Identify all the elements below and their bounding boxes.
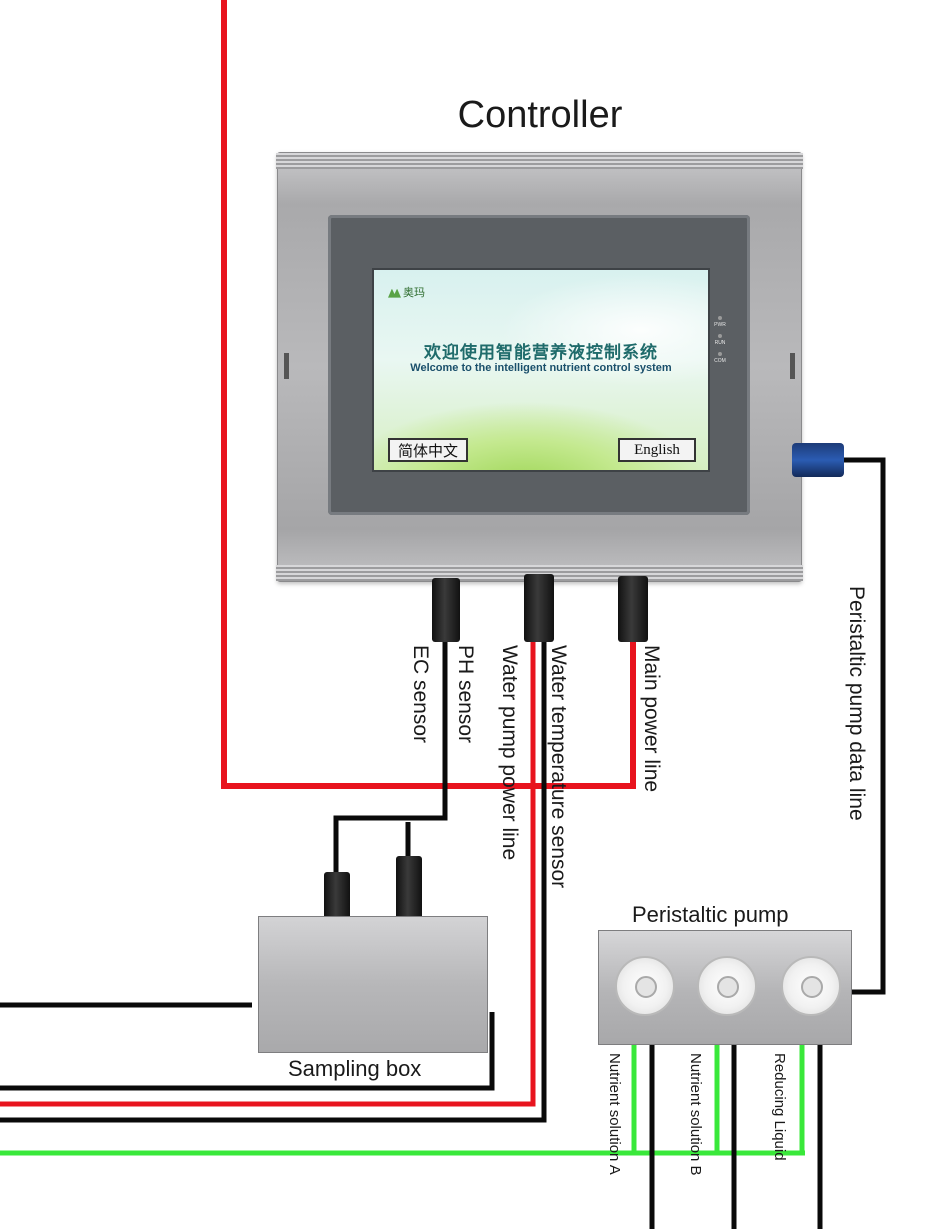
run-led-label: RUN <box>714 340 726 346</box>
main-power-cable-gland <box>618 576 648 642</box>
peristaltic-data-wire <box>842 457 886 995</box>
com-led-label: COM <box>714 358 726 364</box>
water-pump-power-wire <box>0 640 536 1107</box>
water-pump-power-label: Water pump power line <box>498 645 521 861</box>
screen-title-en: Welcome to the intelligent nutrient cont… <box>410 362 672 374</box>
peristaltic-pump-label: Peristaltic pump <box>632 902 789 927</box>
pwr-led-label: PWR <box>714 322 726 328</box>
controller-device: 奥玛 欢迎使用智能营养液控制系统 Welcome to the intellig… <box>276 152 803 582</box>
water-cable-gland <box>524 574 554 642</box>
water-temperature-wire <box>0 640 547 1123</box>
logo-text: 奥玛 <box>403 287 425 299</box>
run-led-icon <box>718 334 722 338</box>
com-led-icon <box>718 352 722 356</box>
pump-head-b-icon <box>697 956 757 1016</box>
peristaltic-data-label: Peristaltic pump data line <box>845 586 868 821</box>
sampling-box-label: Sampling box <box>288 1056 422 1081</box>
status-leds: PWR RUN COM <box>710 316 730 370</box>
ec-ph-cable-gland <box>432 578 460 642</box>
right-slot <box>790 353 795 379</box>
english-language-button[interactable]: English <box>618 438 696 462</box>
nutrient-solution-a-label: Nutrient solution A <box>606 1053 623 1175</box>
nutrient-solution-b-label: Nutrient solution B <box>687 1053 704 1176</box>
reducing-liquid-label: Reducing Liquid <box>771 1053 788 1161</box>
touch-screen[interactable]: 奥玛 欢迎使用智能营养液控制系统 Welcome to the intellig… <box>372 268 710 472</box>
bottom-rail <box>276 565 803 581</box>
leaf-logo-icon <box>388 288 401 298</box>
water-temperature-label: Water temperature sensor <box>547 645 570 889</box>
main-power-wire <box>221 0 636 789</box>
pump-head-reducing-icon <box>781 956 841 1016</box>
ec-sensor-wire <box>333 640 448 880</box>
sampling-box <box>258 916 488 1053</box>
pwr-led-icon <box>718 316 722 320</box>
sampling-outlet-wire <box>0 1012 495 1091</box>
data-line-connector-icon <box>792 443 844 477</box>
chinese-language-button[interactable]: 简体中文 <box>388 438 468 462</box>
pump-head-a-icon <box>615 956 675 1016</box>
ph-sensor-label: PH sensor <box>454 645 477 744</box>
screen-title-zh: 欢迎使用智能营养液控制系统 <box>424 343 658 363</box>
ec-sensor-label: EC sensor <box>409 645 432 744</box>
main-power-label: Main power line <box>640 645 663 793</box>
left-slot <box>284 353 289 379</box>
brand-logo: 奥玛 <box>388 284 425 300</box>
ph-sensor-probe <box>396 856 422 920</box>
top-rail <box>276 153 803 169</box>
ec-sensor-probe <box>324 872 350 920</box>
peristaltic-pump-panel <box>598 930 852 1045</box>
controller-title: Controller <box>457 94 623 136</box>
